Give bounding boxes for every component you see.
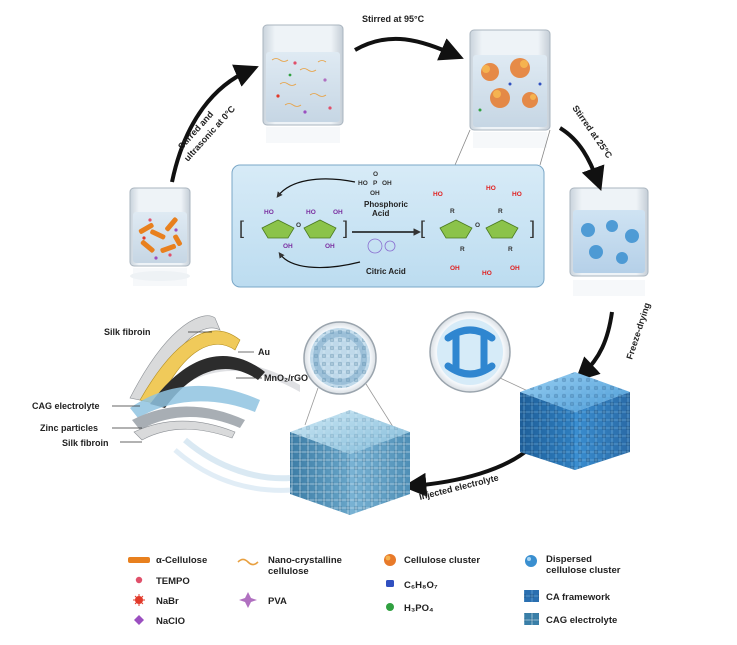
beaker-3 xyxy=(469,29,551,148)
arrow-step-3 xyxy=(558,126,605,192)
legend-item-c6h8o7: C₆H₈O₇ xyxy=(386,580,438,591)
svg-text:R: R xyxy=(498,208,503,215)
legend-item-naclo: NaClO xyxy=(134,615,185,627)
silk-fibroin-top-label: Silk fibroin xyxy=(104,327,151,337)
mno2-rgo-layer xyxy=(150,356,265,408)
svg-text:TEMPO: TEMPO xyxy=(156,576,190,587)
flexible-battery xyxy=(129,315,300,493)
au-layer xyxy=(139,330,241,405)
svg-text:O: O xyxy=(475,222,480,229)
legend-item-cag-electrolyte: CAG electrolyte xyxy=(524,613,617,626)
legend-item-pva: PVA xyxy=(239,592,287,608)
beaker-1 xyxy=(129,187,191,286)
phosphoric-acid-structure: O HO P OH OH xyxy=(358,171,392,197)
svg-text:R: R xyxy=(508,246,513,253)
citric-acid-label: Citric Acid xyxy=(366,267,406,276)
svg-text:O: O xyxy=(373,171,378,178)
arrow-step-5 xyxy=(402,446,532,497)
arrow-step-4 xyxy=(575,311,614,382)
svg-text:CAG electrolyte: CAG electrolyte xyxy=(546,615,617,626)
svg-text:CA framework: CA framework xyxy=(546,592,611,603)
device-labels xyxy=(112,331,262,443)
svg-text:α-Cellulose: α-Cellulose xyxy=(156,555,207,566)
svg-text:HO: HO xyxy=(482,270,492,277)
step-3-label: Stirred at 25°C xyxy=(570,103,614,160)
svg-text:OH: OH xyxy=(370,190,380,197)
cellulose-chain-right: [ O R R R R HO HO HO OH HO OH ] xyxy=(420,185,535,277)
silk-fibroin-bottom-label: Silk fibroin xyxy=(62,438,109,448)
legend-item-tempo: TEMPO xyxy=(135,576,190,587)
ca-framework-cube xyxy=(520,372,630,470)
svg-text:OH: OH xyxy=(283,243,293,250)
svg-text:OH: OH xyxy=(450,265,460,272)
dispersed-clusters xyxy=(581,220,639,264)
svg-text:OH: OH xyxy=(510,265,520,272)
step-5-label: Injected electrolyte xyxy=(418,473,500,502)
cag-electrolyte-cube xyxy=(290,410,410,515)
svg-text:]: ] xyxy=(343,218,348,238)
zinc-layer xyxy=(132,406,245,430)
svg-text:P: P xyxy=(373,180,378,187)
cag-electrolyte-label: CAG electrolyte xyxy=(32,401,100,411)
svg-text:OH: OH xyxy=(333,209,343,216)
svg-text:HO: HO xyxy=(433,191,443,198)
svg-text:HO: HO xyxy=(512,191,522,198)
citric-arrow xyxy=(278,252,361,269)
svg-text:HO: HO xyxy=(358,180,368,187)
legend-item-h3po4: H₃PO₄ xyxy=(386,603,434,614)
legend-item-nabr: NaBr xyxy=(133,594,179,607)
cellulose-clusters xyxy=(481,58,538,108)
svg-text:C₆H₈O₇: C₆H₈O₇ xyxy=(404,580,438,591)
silk-fibroin-bottom-layer xyxy=(133,420,236,441)
legend-item-alpha-cellulose: α-Cellulose xyxy=(128,555,207,566)
phosphoric-acid-label: Phosphoric xyxy=(364,200,409,209)
reaction-panel: [ O HO OH HO OH OH ] O HO P OH OH Phosph… xyxy=(231,129,551,288)
svg-text:]: ] xyxy=(530,218,535,238)
step-2-label: Stirred at 95°C xyxy=(362,14,425,24)
svg-text:HO: HO xyxy=(264,209,274,216)
legend-item-nanocrystalline: Nano-crystalline cellulose xyxy=(237,555,342,577)
svg-text:H₃PO₄: H₃PO₄ xyxy=(404,603,434,614)
legend-item-ca-framework: CA framework xyxy=(524,590,611,603)
svg-text:cellulose cluster: cellulose cluster xyxy=(546,565,621,576)
mno2-rgo-label: MnO₂/rGO xyxy=(264,373,308,383)
svg-text:[: [ xyxy=(420,218,425,238)
phosphoric-arrow xyxy=(276,178,356,198)
svg-text:HO: HO xyxy=(486,185,496,192)
legend-item-cellulose-cluster: Cellulose cluster xyxy=(384,554,480,566)
legend-item-dispersed-cluster: Dispersed cellulose cluster xyxy=(525,554,621,576)
zoom-circle-gel xyxy=(303,321,377,395)
svg-text:NaClO: NaClO xyxy=(156,616,185,627)
svg-text:HO: HO xyxy=(306,209,316,216)
svg-text:O: O xyxy=(296,222,301,229)
cellulose-chain-left: [ O HO OH HO OH OH ] xyxy=(239,209,348,250)
svg-text:R: R xyxy=(460,246,465,253)
svg-text:R: R xyxy=(450,208,455,215)
svg-text:OH: OH xyxy=(382,180,392,187)
alpha-cellulose-rods xyxy=(138,217,182,253)
zoom-circle-framework xyxy=(429,311,511,393)
phosphoric-acid-label-2: Acid xyxy=(372,209,389,218)
svg-text:PVA: PVA xyxy=(268,596,287,607)
arrow-step-1 xyxy=(170,64,259,183)
step-4-label: Freeze-drying xyxy=(624,301,652,360)
svg-text:cellulose: cellulose xyxy=(268,566,309,577)
zinc-particles-label: Zinc particles xyxy=(40,423,98,433)
svg-text:[: [ xyxy=(239,218,244,238)
svg-text:Nano-crystalline: Nano-crystalline xyxy=(268,555,342,566)
arrow-step-2 xyxy=(354,36,464,61)
beaker-2 xyxy=(262,24,344,143)
svg-text:OH: OH xyxy=(325,243,335,250)
cag-electrolyte-layer xyxy=(130,385,260,418)
nanocrystalline-cellulose xyxy=(271,58,327,107)
svg-text:Cellulose cluster: Cellulose cluster xyxy=(404,555,480,566)
beaker-4 xyxy=(569,187,649,296)
svg-text:NaBr: NaBr xyxy=(156,596,179,607)
process-arrows xyxy=(170,36,614,497)
citric-acid-structure xyxy=(367,238,396,254)
legend: α-Cellulose TEMPO NaBr NaClO Nano-crysta… xyxy=(128,554,621,627)
au-label: Au xyxy=(258,347,270,357)
svg-text:Dispersed: Dispersed xyxy=(546,554,592,565)
